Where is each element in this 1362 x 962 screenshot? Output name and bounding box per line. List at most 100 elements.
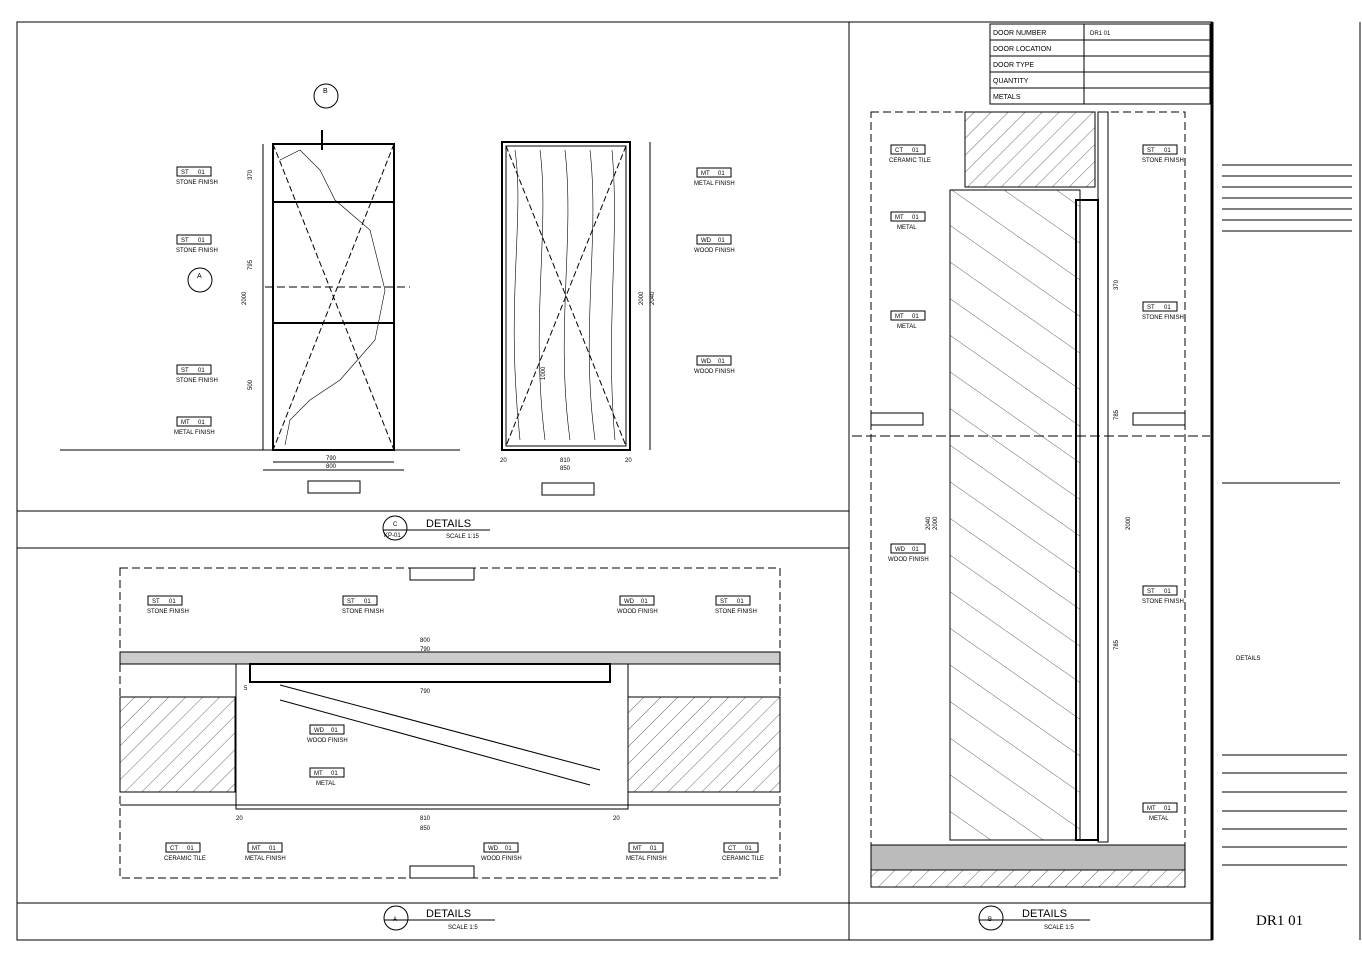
svg-text:B: B xyxy=(988,917,992,923)
svg-text:ST: ST xyxy=(347,599,355,605)
svg-text:WD: WD xyxy=(624,599,635,605)
svg-text:01: 01 xyxy=(641,599,648,605)
svg-text:01: 01 xyxy=(169,599,176,605)
schedule-value: DR1 01 xyxy=(1090,31,1111,37)
svg-text:STONE FINISH: STONE FINISH xyxy=(176,248,218,254)
svg-text:01: 01 xyxy=(912,547,919,553)
svg-text:WD: WD xyxy=(701,238,712,244)
dim: 790 xyxy=(326,456,337,462)
dim: 1000 xyxy=(541,366,547,380)
svg-text:790: 790 xyxy=(420,647,431,653)
svg-text:WOOD FINISH: WOOD FINISH xyxy=(481,856,522,862)
svg-text:01: 01 xyxy=(1164,806,1171,812)
svg-text:01: 01 xyxy=(650,846,657,852)
svg-text:ST: ST xyxy=(181,368,189,374)
svg-text:ST: ST xyxy=(1147,305,1155,311)
svg-text:785: 785 xyxy=(1114,409,1120,420)
svg-text:01: 01 xyxy=(198,170,205,176)
dim: 2000 xyxy=(639,291,645,305)
svg-text:MT: MT xyxy=(252,846,261,852)
svg-text:WD: WD xyxy=(488,846,499,852)
schedule-label: METALS xyxy=(993,94,1021,101)
svg-text:SCALE 1:5: SCALE 1:5 xyxy=(448,925,478,931)
dim: 20 xyxy=(625,458,632,464)
svg-text:2000: 2000 xyxy=(933,516,939,530)
svg-text:METAL FINISH: METAL FINISH xyxy=(694,181,735,187)
svg-text:METAL FINISH: METAL FINISH xyxy=(245,856,286,862)
svg-text:01: 01 xyxy=(737,599,744,605)
svg-text:01: 01 xyxy=(331,771,338,777)
svg-text:01: 01 xyxy=(718,238,725,244)
svg-text:STONE FINISH: STONE FINISH xyxy=(342,609,384,615)
schedule-label: DOOR TYPE xyxy=(993,62,1034,69)
svg-text:01: 01 xyxy=(269,846,276,852)
door-schedule: DOOR NUMBER DOOR LOCATION DOOR TYPE QUAN… xyxy=(989,23,1211,105)
svg-text:WD: WD xyxy=(701,359,712,365)
svg-text:METAL: METAL xyxy=(897,324,917,330)
svg-text:STONE FINISH: STONE FINISH xyxy=(176,180,218,186)
svg-text:MT: MT xyxy=(701,171,710,177)
svg-text:DETAILS: DETAILS xyxy=(1022,908,1067,920)
svg-text:STONE FINISH: STONE FINISH xyxy=(1142,158,1184,164)
svg-text:ST: ST xyxy=(181,170,189,176)
svg-text:850: 850 xyxy=(420,826,431,832)
dim: 2000 xyxy=(242,291,248,305)
svg-text:20: 20 xyxy=(236,816,243,822)
svg-text:DETAILS: DETAILS xyxy=(1236,656,1261,662)
svg-text:METAL: METAL xyxy=(316,781,336,787)
svg-text:C: C xyxy=(393,522,398,528)
section-marker-b: B xyxy=(323,88,328,95)
svg-text:CERAMIC TILE: CERAMIC TILE xyxy=(164,856,206,862)
section-marker-a: A xyxy=(197,273,202,280)
svg-text:370: 370 xyxy=(1114,279,1120,290)
drawing-number: DR1 01 xyxy=(1256,913,1303,929)
dim: 800 xyxy=(326,464,337,470)
svg-text:01: 01 xyxy=(912,148,919,154)
svg-text:CERAMIC TILE: CERAMIC TILE xyxy=(722,856,764,862)
svg-text:METAL: METAL xyxy=(897,225,917,231)
svg-text:WOOD FINISH: WOOD FINISH xyxy=(694,369,735,375)
svg-text:A: A xyxy=(393,917,397,923)
svg-text:01: 01 xyxy=(198,420,205,426)
svg-text:METAL FINISH: METAL FINISH xyxy=(174,430,215,436)
dim: 810 xyxy=(560,458,571,464)
schedule-label: DOOR LOCATION xyxy=(993,46,1051,53)
svg-text:MT: MT xyxy=(895,215,904,221)
plan-section-a: 800 790 790 810 850 20 20 5 xyxy=(119,567,781,879)
svg-text:MT: MT xyxy=(633,846,642,852)
svg-text:ST: ST xyxy=(720,599,728,605)
svg-text:5: 5 xyxy=(244,686,248,692)
svg-text:WOOD FINISH: WOOD FINISH xyxy=(307,738,348,744)
dim: 850 xyxy=(560,466,571,472)
vertical-section-b: 370 785 2000 785 2040 2000 xyxy=(852,111,1210,888)
svg-text:METAL: METAL xyxy=(1149,816,1169,822)
svg-text:790: 790 xyxy=(420,689,431,695)
detail-b-title: B DETAILS SCALE 1:5 xyxy=(978,905,1090,931)
svg-text:2040: 2040 xyxy=(926,516,932,530)
svg-text:CT: CT xyxy=(170,846,178,852)
svg-text:ST: ST xyxy=(1147,148,1155,154)
dim: 795 xyxy=(248,259,254,270)
detail-c-title: C KP-01 DETAILS SCALE 1:15 xyxy=(382,515,490,541)
svg-text:01: 01 xyxy=(745,846,752,852)
svg-text:785: 785 xyxy=(1114,639,1120,650)
svg-text:MT: MT xyxy=(895,314,904,320)
svg-text:ST: ST xyxy=(152,599,160,605)
svg-text:WD: WD xyxy=(314,728,325,734)
svg-text:01: 01 xyxy=(718,171,725,177)
svg-text:800: 800 xyxy=(420,638,431,644)
svg-text:810: 810 xyxy=(420,816,431,822)
svg-text:01: 01 xyxy=(364,599,371,605)
svg-text:ST: ST xyxy=(181,238,189,244)
svg-text:01: 01 xyxy=(718,359,725,365)
svg-text:STONE FINISH: STONE FINISH xyxy=(1142,599,1184,605)
svg-text:DETAILS: DETAILS xyxy=(426,908,471,920)
svg-text:01: 01 xyxy=(198,368,205,374)
svg-text:01: 01 xyxy=(198,238,205,244)
svg-text:MT: MT xyxy=(314,771,323,777)
